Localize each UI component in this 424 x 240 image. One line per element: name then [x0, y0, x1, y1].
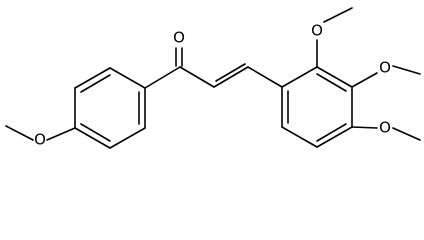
- aromatic-inner-bond: [80, 74, 111, 93]
- bond: [351, 126, 378, 129]
- aromatic-inner-bond: [80, 123, 111, 142]
- chemical-structure: O O O O O: [5, 7, 421, 149]
- bond: [144, 66, 181, 89]
- alkene-double-bond: [213, 66, 249, 88]
- bond: [281, 126, 318, 148]
- bond: [46, 127, 76, 141]
- bond: [109, 127, 146, 149]
- aromatic-inner-bond: [316, 73, 347, 92]
- methoxy-para-oxygen-label: O: [34, 131, 46, 149]
- left-phenyl-ring: [74, 67, 146, 149]
- methoxy-4-oxygen-label: O: [379, 119, 391, 137]
- alkene-double-bond: [215, 63, 246, 82]
- bond: [281, 66, 318, 88]
- bond: [392, 127, 421, 141]
- bond: [323, 7, 353, 23]
- right-phenyl-ring: [281, 66, 353, 148]
- bond: [316, 126, 353, 148]
- bond: [179, 66, 215, 88]
- bond: [74, 127, 111, 149]
- methoxy-3-oxygen-label: O: [379, 59, 391, 77]
- bond: [392, 65, 421, 75]
- carbonyl-oxygen-label: O: [173, 29, 185, 47]
- bond: [5, 125, 34, 141]
- bond: [316, 66, 353, 88]
- bond: [351, 72, 378, 88]
- bond: [247, 66, 283, 88]
- bond: [109, 67, 146, 89]
- methoxy-2-oxygen-label: O: [311, 22, 323, 40]
- bond: [74, 67, 111, 89]
- aromatic-inner-bond: [316, 123, 347, 142]
